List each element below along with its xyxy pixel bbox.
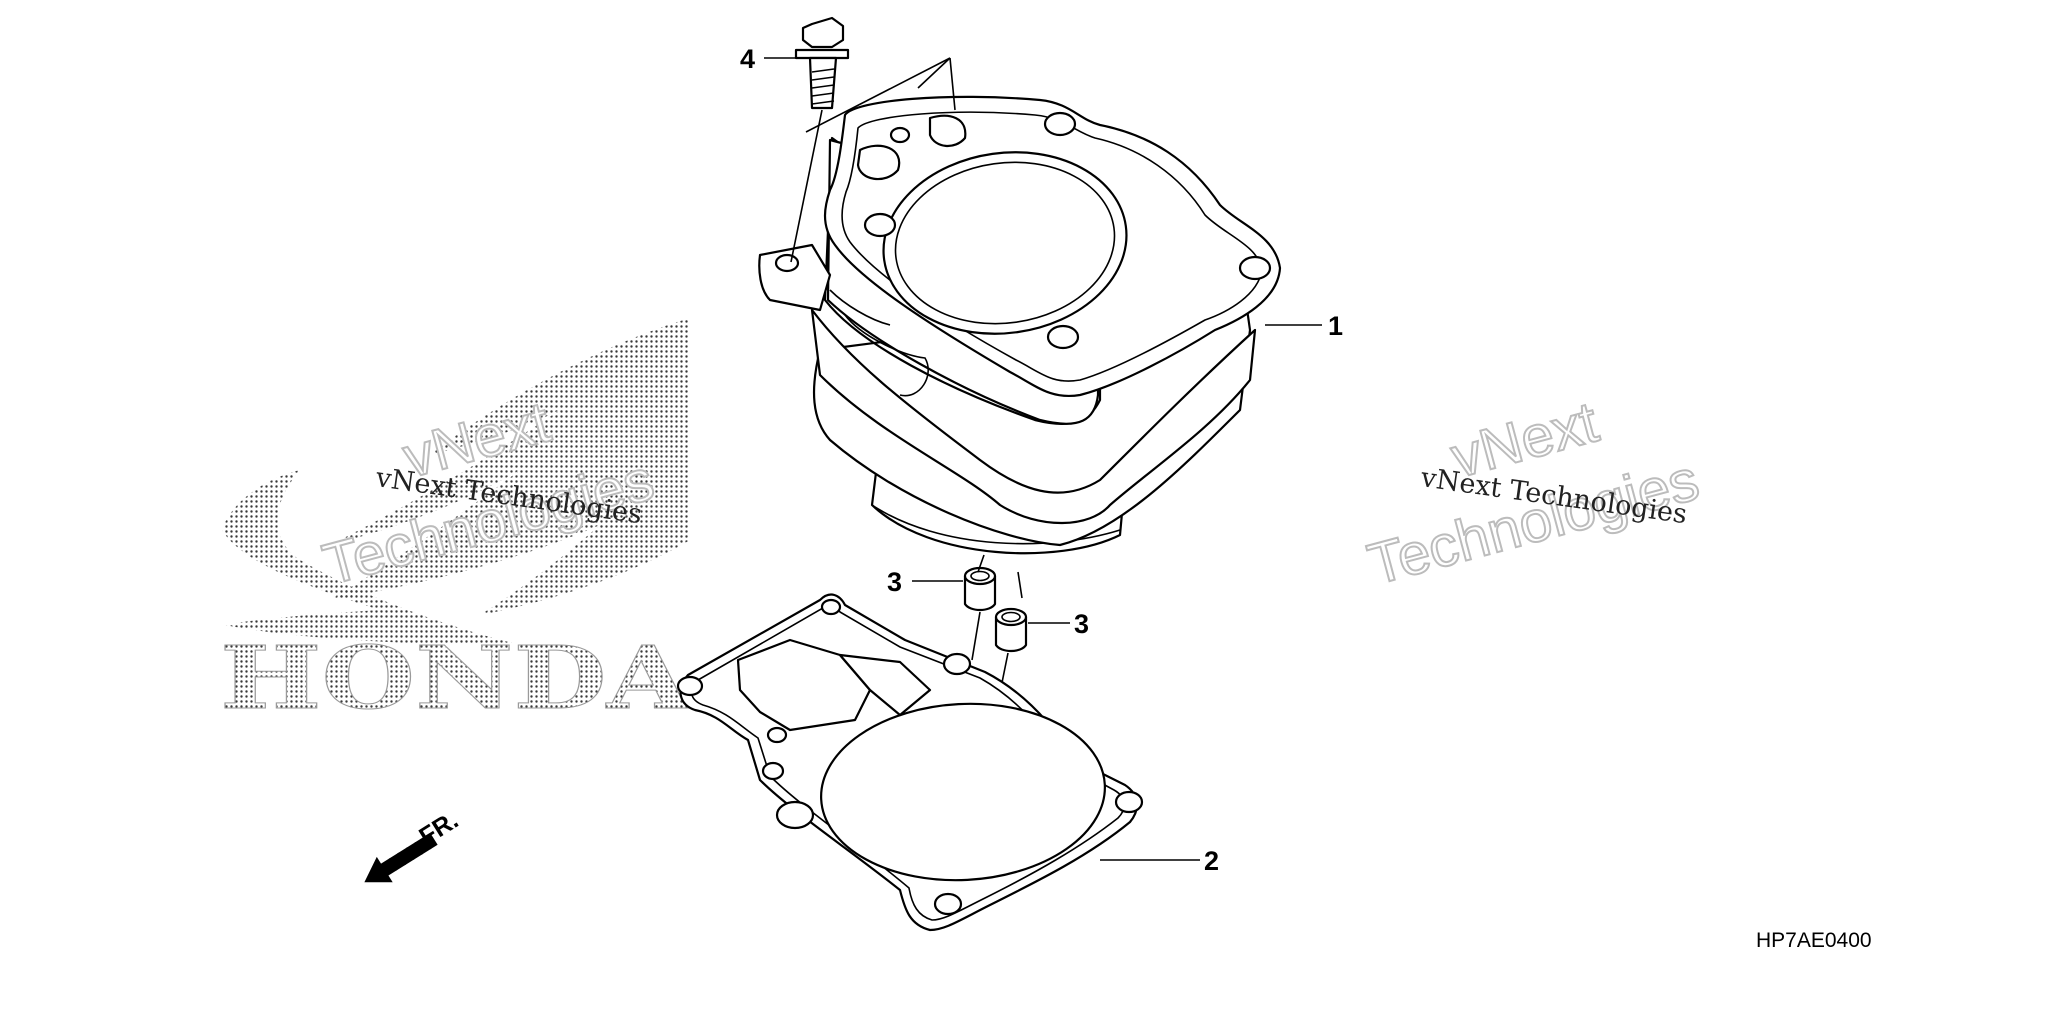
front-arrow-icon: [364, 832, 438, 883]
callout-1: 1: [1328, 311, 1343, 341]
callout-leaders: [764, 57, 1322, 861]
bolt-part: [790, 16, 850, 263]
callout-2: 2: [1204, 846, 1219, 876]
callout-3-lower: 3: [1074, 609, 1089, 639]
honda-wing-logo: HONDA: [220, 318, 692, 730]
watermark-right: vNext Technologies vNext Technologies: [1361, 388, 1707, 598]
gasket-part: [676, 593, 1144, 932]
diagram-code: HP7AE0400: [1756, 929, 1872, 952]
dowel-pin-upper: [963, 554, 997, 661]
callout-3-upper: 3: [887, 567, 902, 597]
callout-4: 4: [740, 44, 755, 74]
dowel-pin-lower: [957, 571, 1028, 901]
honda-logo-text: HONDA: [220, 628, 692, 729]
cylinder-part: [758, 57, 1282, 555]
